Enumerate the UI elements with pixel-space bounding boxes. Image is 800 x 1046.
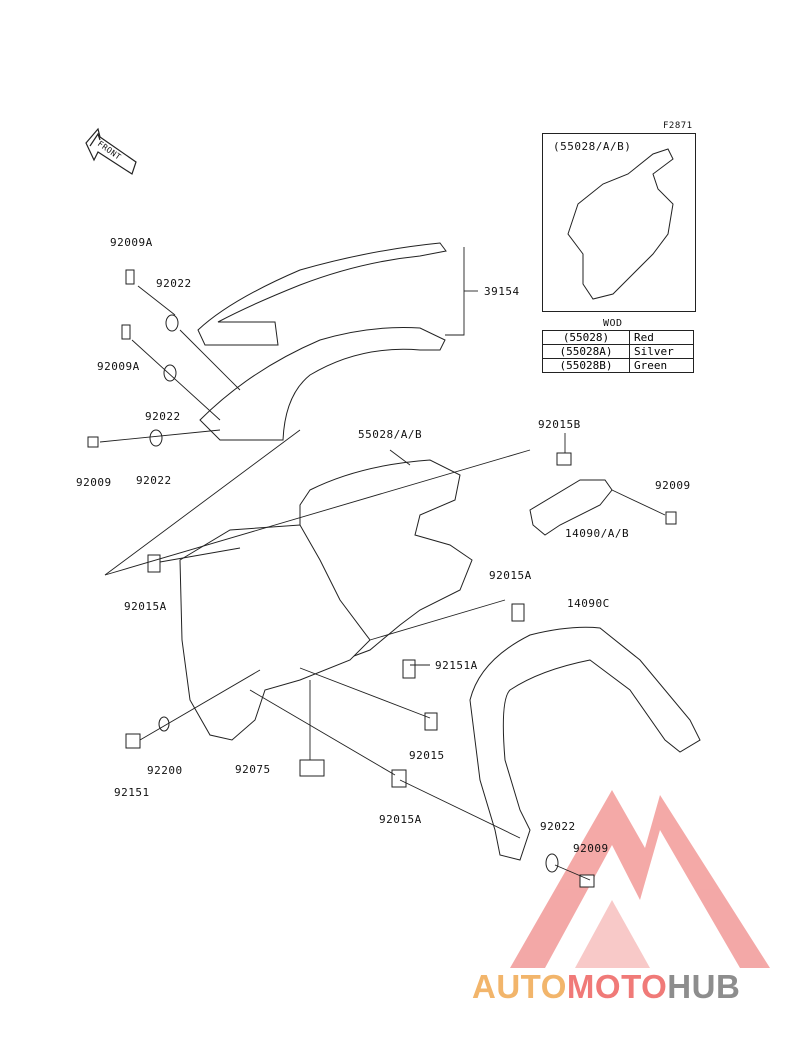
table-row: (55028B)Green: [542, 358, 694, 373]
part-label: 92009: [573, 842, 609, 855]
front-arrow-icon: [85, 127, 137, 175]
part-label: 92022: [540, 820, 576, 833]
bolt-icon: [125, 733, 141, 749]
watermark-part: HUB: [667, 968, 741, 1005]
washer-icon: [545, 853, 559, 873]
part-code: (55028): [542, 330, 630, 345]
color-name: Silver: [629, 344, 694, 359]
figure-id: F2871: [663, 121, 693, 131]
part-label: 92022: [156, 277, 192, 290]
watermark-text: AUTOMOTOHUB: [472, 968, 740, 1006]
part-label: 39154: [484, 285, 520, 298]
part-label: 92009: [76, 476, 112, 489]
bolt-icon: [87, 436, 99, 448]
part-code: (55028B): [542, 358, 630, 373]
bracket-panel: [529, 479, 613, 536]
bolt-icon: [402, 659, 416, 679]
collar-icon: [147, 554, 161, 573]
washer-icon: [149, 429, 163, 447]
clip-icon: [556, 452, 572, 466]
washer-icon: [165, 314, 179, 332]
part-label: 92015: [409, 749, 445, 762]
color-variant-inset: (55028/A/B): [542, 133, 696, 312]
watermark-part: MOTO: [566, 968, 668, 1005]
part-label: 92022: [145, 410, 181, 423]
watermark-logo-shape: [510, 790, 770, 968]
inset-part-drawing: [567, 148, 674, 300]
part-label: 92015B: [538, 418, 581, 431]
bolt-icon: [665, 511, 677, 525]
table-row: (55028)Red: [542, 330, 694, 345]
color-table: (55028)Red (55028A)Silver (55028B)Green: [542, 330, 694, 373]
part-label: 92200: [147, 764, 183, 777]
part-label: 14090/A/B: [565, 527, 630, 540]
part-label: 92009: [655, 479, 691, 492]
collar-icon: [391, 769, 407, 788]
color-name: Green: [629, 358, 694, 373]
part-label: 92022: [136, 474, 172, 487]
table-row: (55028A)Silver: [542, 344, 694, 359]
bolt-icon: [579, 874, 595, 888]
collar-icon: [424, 712, 438, 731]
part-label: 92015A: [379, 813, 422, 826]
bolt-icon: [121, 324, 131, 340]
part-code: (55028A): [542, 344, 630, 359]
part-label: 92151: [114, 786, 150, 799]
part-label: 92009A: [110, 236, 153, 249]
watermark-part: AUTO: [472, 968, 567, 1005]
part-label: 92009A: [97, 360, 140, 373]
lower-cowl-panel: [199, 327, 446, 441]
side-fairing-panel: [179, 524, 371, 741]
color-table-header: WOD: [603, 318, 623, 329]
grommet-icon: [299, 759, 325, 777]
part-label: 14090C: [567, 597, 610, 610]
part-label: 92075: [235, 763, 271, 776]
leader-lines: [99, 247, 666, 881]
part-label: 55028/A/B: [358, 428, 423, 441]
part-label: 92015A: [124, 600, 167, 613]
bolt-icon: [125, 269, 135, 285]
part-label: 92151A: [435, 659, 478, 672]
part-label: 92015A: [489, 569, 532, 582]
color-name: Red: [629, 330, 694, 345]
frame-panel: [469, 626, 701, 861]
collar-icon: [511, 603, 525, 622]
upper-cowl-panel: [197, 242, 447, 346]
inset-title: (55028/A/B): [553, 140, 632, 153]
